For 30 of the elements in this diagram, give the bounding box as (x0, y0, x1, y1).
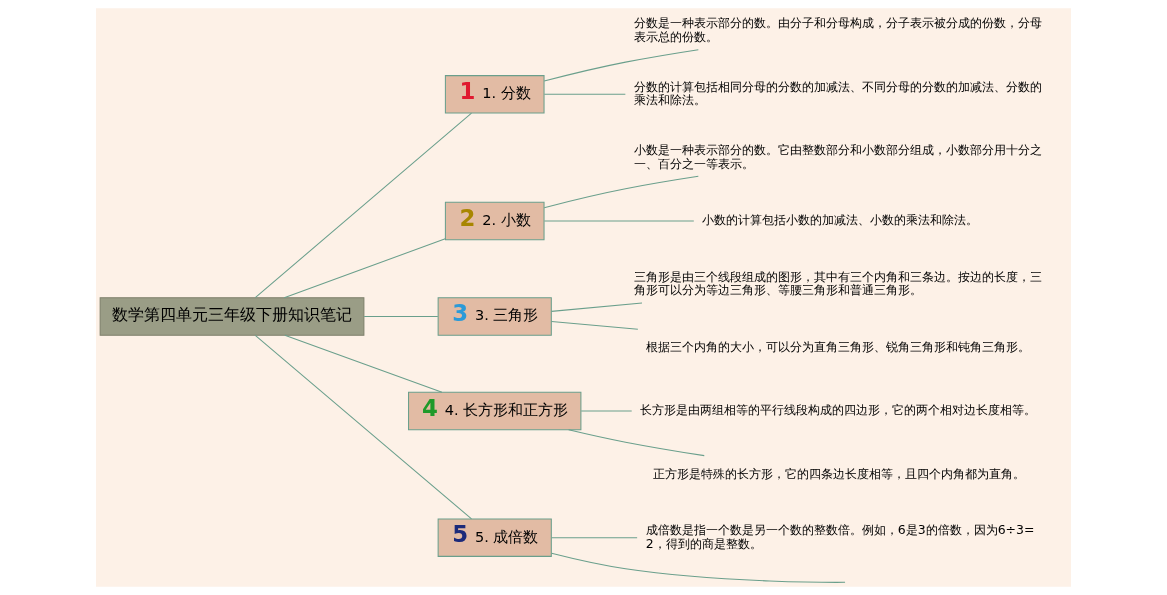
connector (543, 49, 699, 82)
connector (543, 93, 626, 95)
connector (254, 334, 473, 520)
connector (580, 410, 633, 412)
connector (284, 334, 443, 393)
connector (363, 316, 439, 318)
connector (551, 537, 638, 539)
connector (551, 321, 639, 330)
node-text: 三角形是由三个线段组成的图形，其中有三个内角和三条边。按边的长度，三角形可以分为等边三角形、等腰三角形和普通三角形。 (633, 268, 1042, 298)
connector (543, 220, 695, 222)
node-box: 5 5. 成倍数 (437, 518, 552, 557)
node-box: 1 1. 分数 (444, 75, 545, 114)
connector (568, 429, 705, 457)
node-box: 2 2. 小数 (444, 201, 545, 241)
node-box: 3 3. 三角形 (437, 297, 552, 336)
connector (551, 552, 846, 583)
node-text: 成倍数是指一个数是另一个数的整数倍。例如，6是3的倍数，因为6÷3=2，得到的商是整数。 (645, 522, 1035, 551)
node-text: 分数的计算包括相同分母的分数的加减法、不同分母的分数的加减法、分数的乘法和除法。 (633, 78, 1042, 108)
node-text: 长方形是由两组相等的平行线段构成的四边形，它的两个相对边长度相等。 (640, 402, 1037, 418)
connector (254, 112, 473, 299)
connector (551, 302, 643, 312)
connector (283, 238, 446, 299)
connector (543, 175, 699, 209)
node-box: 4 4. 长方形和正方形 (408, 391, 582, 431)
node-box: 数学第四单元三年级下册知识笔记 (99, 297, 365, 336)
node-text: 根据三个内角的大小，可以分为直角三角形、锐角三角形和钝角三角形。 (646, 338, 1031, 354)
node-text: 小数的计算包括小数的加减法、小数的乘法和除法。 (702, 212, 979, 228)
node-text: 分数是一种表示部分的数。由分子和分母构成，分子表示被分成的份数，分母表示总的份数。 (633, 15, 1042, 44)
node-text: 正方形是特殊的长方形，它的四条边长度相等，且四个内角都为直角。 (652, 465, 1025, 481)
node-text: 小数是一种表示部分的数。它由整数部分和小数部分组成，小数部分用十分之一、百分之一等表示。 (633, 142, 1042, 171)
